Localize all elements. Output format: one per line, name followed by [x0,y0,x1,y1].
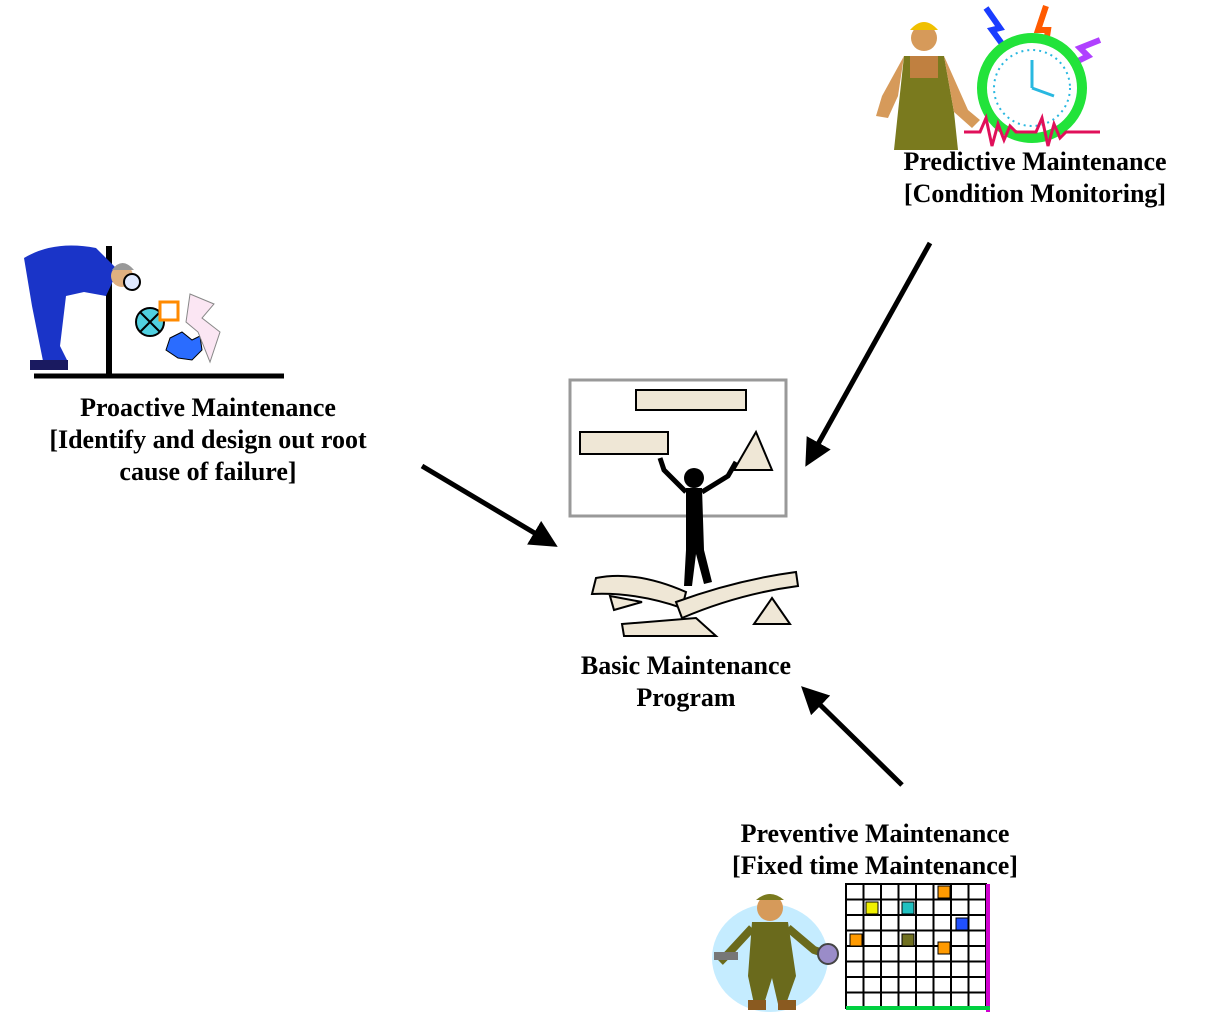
basic-title: Basic Maintenance [580,651,792,680]
predictive-subtitle: [Condition Monitoring] [903,179,1167,208]
preventive-maintenance-label: Preventive Maintenance [Fixed time Maint… [690,818,1060,882]
proactive-subtitle-line1: [Identify and design out root [49,425,367,454]
worker-with-clock-icon [868,0,1108,150]
preventive-title: Preventive Maintenance [740,819,1010,848]
proactive-title: Proactive Maintenance [80,393,336,422]
basic-maintenance-label: Basic Maintenance Program [536,650,836,714]
arrow-predictive-to-basic [805,241,933,467]
basic-subtitle: Program [636,683,736,712]
arrow-preventive-to-basic [801,686,904,787]
mechanic-with-schedule-grid-icon [708,880,1008,1012]
preventive-subtitle: [Fixed time Maintenance] [732,851,1018,880]
predictive-maintenance-label: Predictive Maintenance [Condition Monito… [870,146,1200,210]
inspector-with-magnifier-icon [14,236,286,380]
person-building-blocks-icon [566,374,800,648]
proactive-subtitle-line2: cause of failure] [119,457,297,486]
proactive-maintenance-label: Proactive Maintenance [Identify and desi… [8,392,408,488]
arrow-proactive-to-basic [420,463,558,547]
predictive-title: Predictive Maintenance [903,147,1167,176]
